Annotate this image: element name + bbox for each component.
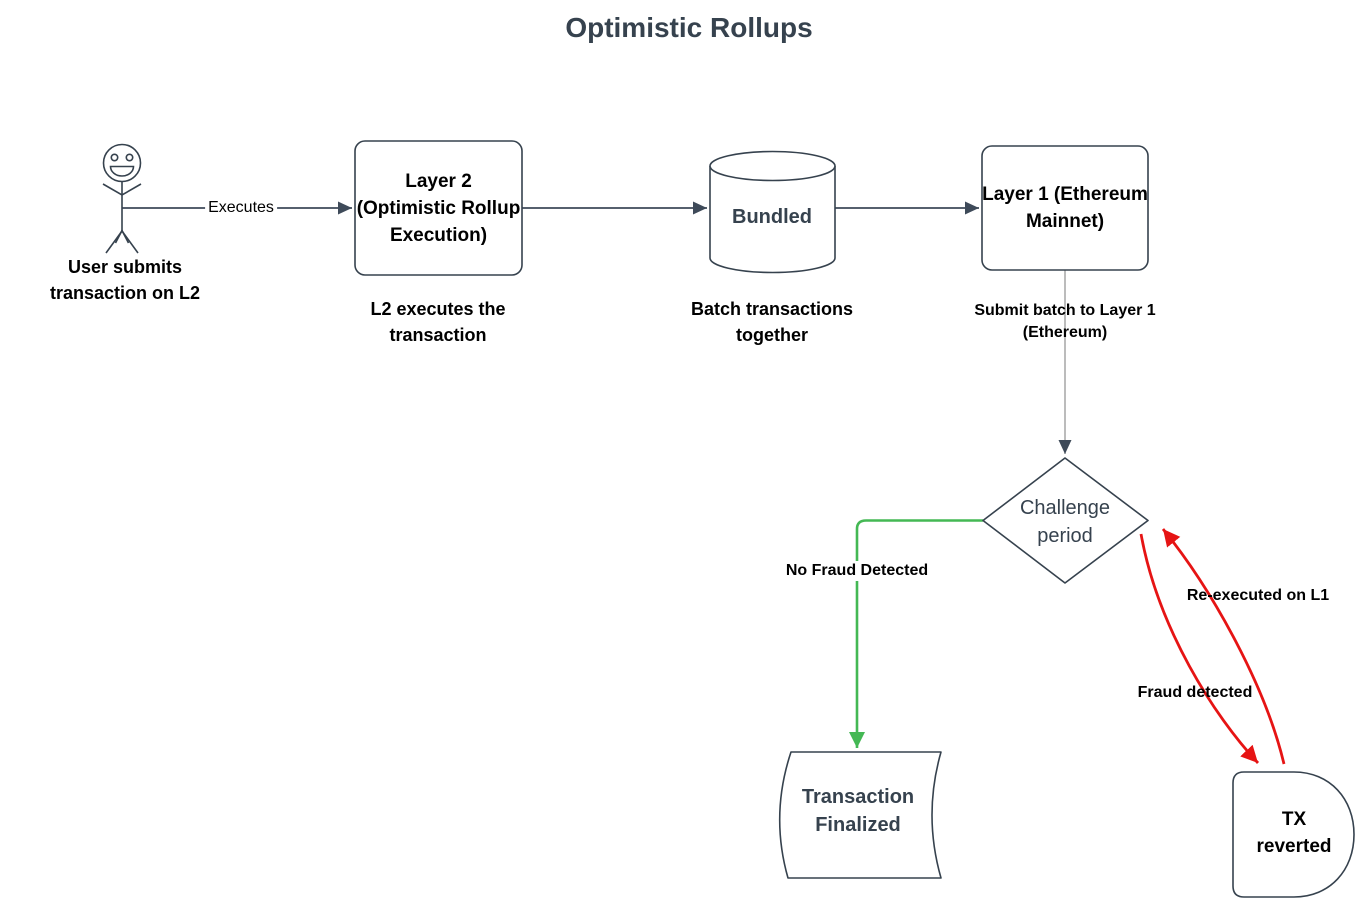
- edge-fraud-detected-label: Fraud detected: [1137, 684, 1253, 701]
- challenge-label-line1: Challenge: [1019, 497, 1111, 519]
- edge-re-executed: [1161, 528, 1286, 765]
- user-caption-line1: User submits: [67, 257, 183, 277]
- reverted-label: TX reverted: [1257, 806, 1332, 860]
- edge-executes-label: Executes: [205, 198, 277, 218]
- actor-eye-left: [110, 153, 119, 162]
- user-caption: User submits transaction on L2: [50, 254, 200, 306]
- layer2-label-line1: Layer 2: [405, 170, 472, 192]
- actor-legs: [105, 229, 139, 254]
- layer2-label-line3: Rollup: [461, 197, 521, 219]
- layer1-label-line2: (Ethereum: [1053, 184, 1148, 205]
- node-reverted-delay: [1232, 771, 1355, 898]
- bundled-label: Bundled: [732, 206, 812, 228]
- reverted-label-line1: TX: [1281, 809, 1307, 830]
- finalized-label: Transaction Finalized: [802, 783, 914, 839]
- layer1-caption-line1: Submit batch to Layer 1: [974, 302, 1156, 319]
- layer2-label: Layer 2 (Optimistic Rollup Execution): [355, 141, 522, 275]
- diagram-title: Optimistic Rollups: [565, 12, 813, 43]
- actor-knees: [114, 228, 130, 244]
- layer1-caption-line2: (Ethereum): [1022, 324, 1108, 341]
- finalized-label-line1: Transaction: [801, 786, 915, 808]
- actor-eye-right: [125, 153, 134, 162]
- layer1-caption: Submit batch to Layer 1 (Ethereum): [974, 300, 1155, 344]
- actor-smile: [109, 165, 135, 177]
- reverted-label-line2: reverted: [1256, 836, 1332, 857]
- node-challenge-diamond: [982, 457, 1149, 584]
- edge-no-fraud-label: No Fraud Detected: [782, 561, 932, 581]
- layer2-caption: L2 executes the transaction: [370, 296, 505, 348]
- layer1-label: Layer 1 (Ethereum Mainnet): [982, 146, 1148, 270]
- user-caption-line2: transaction on L2: [49, 283, 201, 303]
- node-bundled-cylinder: [709, 150, 836, 274]
- actor-arms: [102, 183, 142, 196]
- node-finalized-document: [778, 751, 942, 879]
- node-layer2-box: [354, 140, 523, 276]
- edge-re-executed-label: Re-executed on L1: [1186, 587, 1330, 604]
- smiling-stick-figure-icon: [102, 143, 142, 254]
- challenge-label: Challenge period: [1020, 494, 1110, 550]
- edge-fraud-detected: [1139, 533, 1260, 764]
- bundled-caption-line2: together: [735, 325, 808, 345]
- node-layer1-box: [981, 145, 1149, 271]
- layer1-label-line3: Mainnet): [1025, 211, 1105, 232]
- layer2-caption-line1: L2 executes the: [370, 299, 506, 319]
- challenge-label-line2: period: [1037, 525, 1093, 547]
- layer2-label-line2: (Optimistic: [356, 197, 456, 219]
- bundled-caption-line1: Batch transactions: [690, 299, 854, 319]
- bundled-caption: Batch transactions together: [691, 296, 853, 348]
- finalized-label-line2: Finalized: [815, 814, 901, 836]
- layer2-caption-line2: transaction: [389, 325, 487, 345]
- edge-no-fraud: [849, 519, 983, 748]
- layer2-label-line4: Execution): [389, 224, 488, 246]
- layer1-label-line1: Layer 1: [982, 184, 1049, 205]
